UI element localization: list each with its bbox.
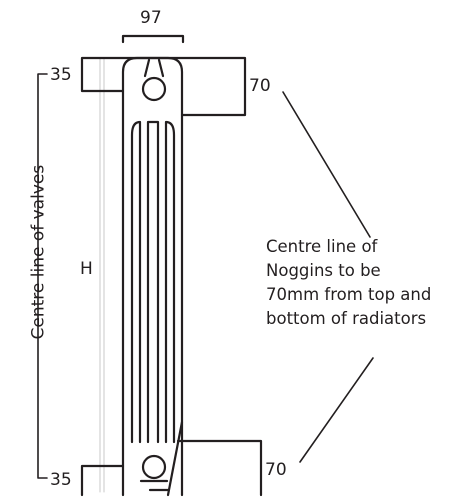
valve-centre-label: Centre line of valves — [28, 164, 49, 340]
top-noggin — [80, 56, 247, 117]
top-valve — [141, 76, 167, 102]
bottom-noggin-label: 70 — [265, 460, 287, 480]
leader-line-top — [282, 91, 371, 238]
noggin-note: Centre line of Noggins to be 70mm from t… — [266, 235, 460, 331]
bottom-noggin-left — [80, 464, 125, 497]
width-dimension-label: 97 — [140, 8, 162, 28]
top-noggin-label: 70 — [249, 76, 271, 96]
radiator-flute — [164, 120, 176, 444]
radiator-body — [121, 56, 184, 497]
note-line: Centre line of — [266, 237, 378, 256]
height-label: H — [80, 259, 93, 279]
width-dimension-bracket — [121, 34, 185, 44]
radiator-flute — [146, 120, 160, 444]
top-offset-label: 35 — [50, 65, 72, 85]
note-line: Noggins to be — [266, 261, 381, 280]
bottom-noggin — [176, 439, 263, 497]
bottom-valve — [141, 454, 167, 480]
note-line: 70mm from top and — [266, 285, 432, 304]
bottom-noggin-diagonal — [166, 420, 184, 497]
leader-line-bottom — [299, 357, 374, 463]
note-line: bottom of radiators — [266, 309, 427, 328]
radiator-flute — [130, 120, 142, 444]
bottom-offset-label: 35 — [50, 470, 72, 490]
top-valve-stem — [143, 58, 151, 78]
top-valve-stem — [157, 58, 165, 78]
valve-centre-dimension-line — [37, 73, 48, 479]
